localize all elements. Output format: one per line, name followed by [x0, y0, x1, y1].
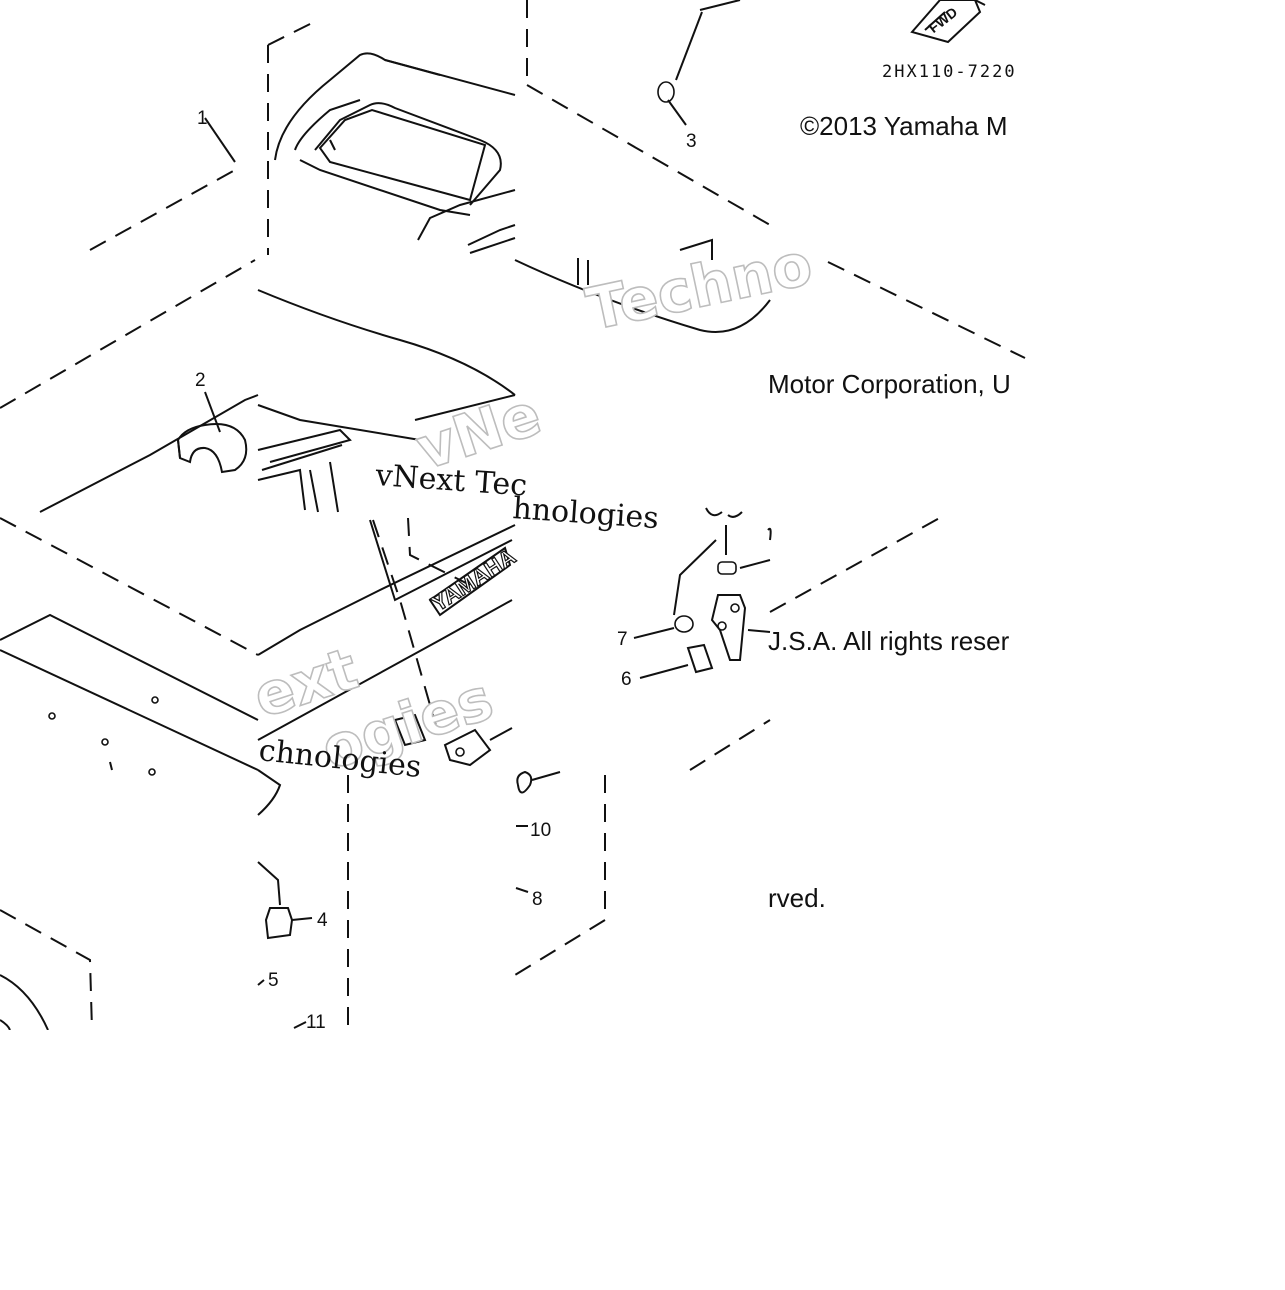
emblem-panel	[257, 517, 516, 741]
yamaha-emblem-text: YAMAHA	[427, 544, 520, 617]
copyright-fragment-2: Motor Corporation, U	[768, 369, 1011, 399]
callout-3: 3	[686, 131, 697, 152]
callout-7: 7	[617, 629, 628, 650]
part-5-part-11-leaders	[257, 979, 307, 1029]
latch-tile-dashes	[689, 514, 946, 771]
hinge-bracket-outline	[347, 770, 606, 1030]
part-6-bolt	[639, 643, 714, 679]
part-7-washer	[633, 615, 694, 639]
part-code-label: 2HX110-7220	[882, 62, 1017, 82]
lower-center-fasteners	[393, 713, 513, 767]
callout-1-leader	[204, 117, 236, 163]
fwd-label: FWD	[925, 4, 960, 36]
latch-assembly	[673, 507, 772, 661]
callout-6: 6	[621, 669, 632, 690]
callout-8: 8	[532, 889, 543, 910]
watermark-fragment-hnologies: hnologies	[511, 491, 659, 536]
seat-base-outline	[0, 517, 282, 1031]
part-2-bracket	[176, 391, 248, 474]
seat-rear-panel	[514, 0, 771, 333]
part-3-grommet	[657, 11, 703, 126]
watermark-fragment-techno: Techno	[581, 230, 818, 344]
callout-2: 2	[195, 370, 206, 391]
callout-1: 1	[197, 108, 208, 129]
copyright-fragment-3: J.S.A. All rights reser	[768, 626, 1010, 656]
bottom-blank-area	[0, 1030, 1285, 1285]
callout-4: 4	[317, 910, 328, 931]
callout-10: 10	[530, 820, 551, 841]
fwd-tag	[910, 0, 986, 44]
copyright-fragment-1: ©2013 Yamaha M	[800, 111, 1008, 141]
copyright-right-dashes	[827, 261, 1026, 359]
callout-5: 5	[268, 970, 279, 991]
seat-body-outline	[0, 259, 516, 513]
callout-11: 11	[306, 1012, 326, 1033]
seat-top-outline	[89, 19, 516, 255]
copyright-fragment-4: rved.	[768, 883, 826, 913]
part-4-stopper	[257, 861, 313, 940]
